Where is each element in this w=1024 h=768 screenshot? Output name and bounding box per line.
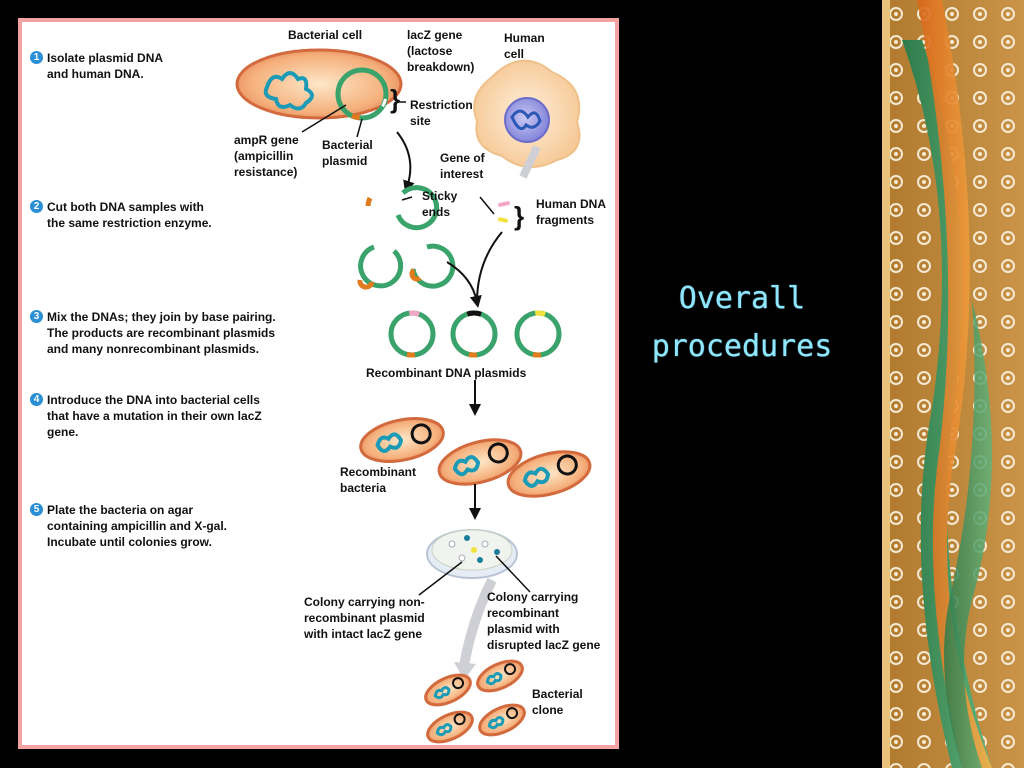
step-3-number: 3: [30, 310, 43, 323]
step-5: 5 Plate the bacteria on agar containing …: [30, 502, 227, 550]
human-cell: [473, 59, 581, 168]
step-4: 4 Introduce the DNA into bacterial cells…: [30, 392, 262, 440]
label-gene-of-interest: Gene of interest: [440, 151, 485, 181]
cut-plasmids-pair: [357, 243, 456, 290]
label-human-dna-fragments: Human DNA fragments: [536, 197, 607, 227]
step-2-text: Cut both DNA samples with the same restr…: [47, 200, 212, 230]
step-4-text: Introduce the DNA into bacterial cells t…: [47, 393, 262, 439]
petri-dish: [426, 529, 518, 579]
bacterial-clone: [424, 659, 526, 744]
slide-title: Overall procedures: [651, 281, 833, 364]
label-human-cell: Human cell: [504, 31, 545, 61]
label-restriction-site: Restriction site: [410, 98, 473, 128]
cut-plasmid-top: [365, 185, 440, 231]
recombinant-bacteria: [359, 417, 592, 498]
label-lacz-gene: lacZ gene (lactose breakdown): [407, 28, 475, 74]
step-2: 2 Cut both DNA samples with the same res…: [30, 199, 212, 231]
label-bacterial-clone: Bacterial clone: [532, 687, 583, 717]
label-bacterial-cell: Bacterial cell: [288, 28, 363, 42]
label-ampr-gene: ampR gene (ampicillin resistance): [234, 133, 299, 179]
label-sticky-ends: Sticky ends: [422, 189, 458, 219]
step-1-text: Isolate plasmid DNA and human DNA.: [47, 51, 164, 81]
svg-text:}: }: [514, 201, 524, 231]
step-1-number: 1: [30, 51, 43, 64]
step-1: 1 Isolate plasmid DNA and human DNA.: [30, 50, 163, 82]
step-3-text: Mix the DNAs; they join by base pairing.…: [47, 310, 276, 356]
dna-cloning-figure: } }: [18, 18, 619, 749]
clone-arrow-shadow: [459, 577, 497, 667]
label-recombinant-bacteria: Recombinant bacteria: [340, 465, 417, 495]
svg-text:}: }: [390, 84, 400, 114]
label-colony-nonrecombinant: Colony carrying non- recombinant plasmid…: [304, 595, 425, 641]
human-arrow-shadow: [519, 145, 541, 179]
step-5-number: 5: [30, 503, 43, 516]
step-4-number: 4: [30, 393, 43, 406]
recombinant-plasmids: [388, 310, 562, 358]
decorative-border: [882, 0, 1024, 768]
label-bacterial-plasmid: Bacterial plasmid: [322, 138, 373, 168]
step-3: 3 Mix the DNAs; they join by base pairin…: [30, 309, 276, 357]
label-colony-recombinant: Colony carrying recombinant plasmid with…: [487, 590, 601, 652]
label-recombinant-dna-plasmids: Recombinant DNA plasmids: [366, 366, 527, 380]
step-5-text: Plate the bacteria on agar containing am…: [47, 503, 228, 549]
figure-artwork: } }: [235, 48, 592, 744]
step-2-number: 2: [30, 200, 43, 213]
bacterial-cell: [235, 48, 403, 121]
